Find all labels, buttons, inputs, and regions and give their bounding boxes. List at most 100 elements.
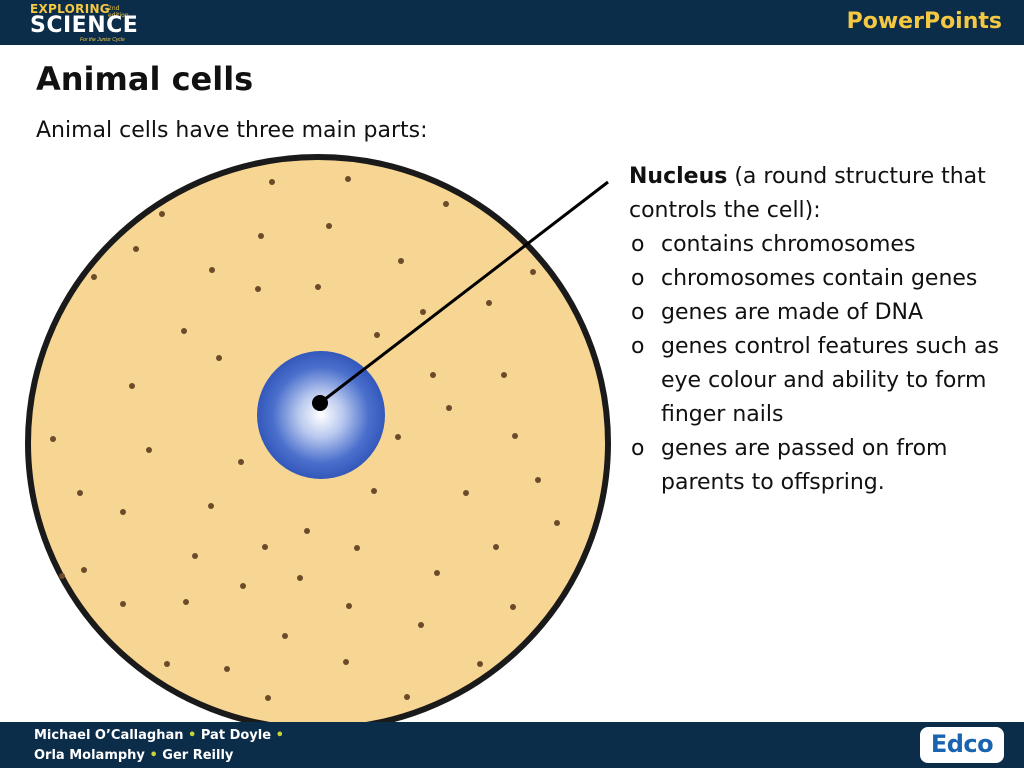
series-name: PowerPoints — [846, 9, 1002, 34]
granule-dot — [304, 528, 310, 534]
granule-dot — [530, 269, 536, 275]
granule-dot — [240, 583, 246, 589]
granule-dot — [81, 567, 87, 573]
granule-dot — [343, 659, 349, 665]
bullet-marker: o — [631, 266, 645, 291]
granule-dot — [183, 599, 189, 605]
granule-dot — [371, 488, 377, 494]
author-name: Ger Reilly — [162, 748, 234, 763]
granule-dot — [486, 300, 492, 306]
granule-dot — [238, 459, 244, 465]
granule-dot — [477, 661, 483, 667]
author-name: Michael O’Callaghan — [34, 728, 184, 743]
granule-dot — [120, 509, 126, 515]
granule-dot — [345, 176, 351, 182]
granule-dot — [224, 666, 230, 672]
granule-dot — [463, 490, 469, 496]
granule-dot — [420, 309, 426, 315]
logo-edition-text: 2nd edition — [108, 5, 129, 19]
granule-dot — [192, 553, 198, 559]
granule-dot — [216, 355, 222, 361]
cytoplasm-granules — [50, 176, 560, 701]
separator-dot: • — [275, 728, 284, 743]
granule-dot — [512, 433, 518, 439]
granule-dot — [129, 383, 135, 389]
callout-heading: Nucleus (a round structure that controls… — [629, 160, 1009, 228]
bullet-text: genes control features such as eye colou… — [661, 334, 999, 427]
granule-dot — [282, 633, 288, 639]
granule-dot — [535, 477, 541, 483]
granule-dot — [181, 328, 187, 334]
author-name: Pat Doyle — [200, 728, 272, 743]
granule-dot — [208, 503, 214, 509]
list-item: o genes are made of DNA — [629, 296, 1009, 330]
granule-dot — [374, 332, 380, 338]
nucleus — [257, 351, 385, 479]
granule-dot — [326, 223, 332, 229]
animal-cell-diagram — [25, 154, 611, 730]
granule-dot — [59, 573, 65, 579]
granule-dot — [418, 622, 424, 628]
logo-tagline: For the Junior Cycle — [80, 37, 125, 43]
authors-credit: Michael O’Callaghan • Pat Doyle • Orla M… — [34, 726, 284, 766]
granule-dot — [159, 211, 165, 217]
bullet-text: contains chromosomes — [661, 232, 916, 257]
publisher-name: Edco — [930, 730, 994, 758]
granule-dot — [50, 436, 56, 442]
granule-dot — [258, 233, 264, 239]
nucleus-callout: Nucleus (a round structure that controls… — [629, 160, 1009, 500]
authors-line-1: Michael O’Callaghan • Pat Doyle • — [34, 726, 284, 746]
granule-dot — [434, 570, 440, 576]
granule-dot — [501, 372, 507, 378]
slide-subtitle: Animal cells have three main parts: — [36, 118, 428, 143]
bullet-text: genes are made of DNA — [661, 300, 924, 325]
granule-dot — [404, 694, 410, 700]
bullet-marker: o — [631, 300, 645, 325]
granule-dot — [209, 267, 215, 273]
granule-dot — [430, 372, 436, 378]
top-banner: EXPLORING 2nd edition SCIENCE For the Ju… — [0, 0, 1024, 45]
granule-dot — [133, 246, 139, 252]
bullet-marker: o — [631, 334, 645, 359]
granule-dot — [395, 434, 401, 440]
granule-dot — [297, 575, 303, 581]
granule-dot — [510, 604, 516, 610]
granule-dot — [346, 603, 352, 609]
logo-main-text: SCIENCE — [30, 13, 139, 38]
granule-dot — [493, 544, 499, 550]
separator-dot: • — [149, 748, 158, 763]
granule-dot — [398, 258, 404, 264]
granule-dot — [91, 274, 97, 280]
granule-dot — [446, 405, 452, 411]
granule-dot — [164, 661, 170, 667]
granule-dot — [146, 447, 152, 453]
granule-dot — [443, 201, 449, 207]
slide-title: Animal cells — [36, 60, 254, 98]
granule-dot — [265, 695, 271, 701]
callout-term: Nucleus — [629, 164, 728, 189]
footer-banner: Michael O’Callaghan • Pat Doyle • Orla M… — [0, 722, 1024, 768]
granule-dot — [120, 601, 126, 607]
separator-dot: • — [188, 728, 197, 743]
exploring-science-logo: EXPLORING 2nd edition SCIENCE For the Ju… — [30, 2, 140, 44]
bullet-text: chromosomes contain genes — [661, 266, 978, 291]
list-item: o genes are passed on from parents to off… — [629, 432, 1009, 500]
granule-dot — [77, 490, 83, 496]
bullet-text: genes are passed on from parents to offs… — [661, 436, 948, 495]
author-name: Orla Molamphy — [34, 748, 145, 763]
granule-dot — [262, 544, 268, 550]
edco-logo: Edco — [920, 727, 1004, 763]
granule-dot — [354, 545, 360, 551]
pointer-dot — [312, 395, 328, 411]
logo-top-text: EXPLORING — [30, 2, 110, 16]
granule-dot — [315, 284, 321, 290]
callout-description: (a round structure that controls the cel… — [629, 164, 986, 223]
granule-dot — [255, 286, 261, 292]
list-item: o chromosomes contain genes — [629, 262, 1009, 296]
callout-pointer-line — [319, 180, 609, 405]
granule-dot — [554, 520, 560, 526]
list-item: o genes control features such as eye colo… — [629, 330, 1009, 432]
bullet-marker: o — [631, 436, 645, 461]
